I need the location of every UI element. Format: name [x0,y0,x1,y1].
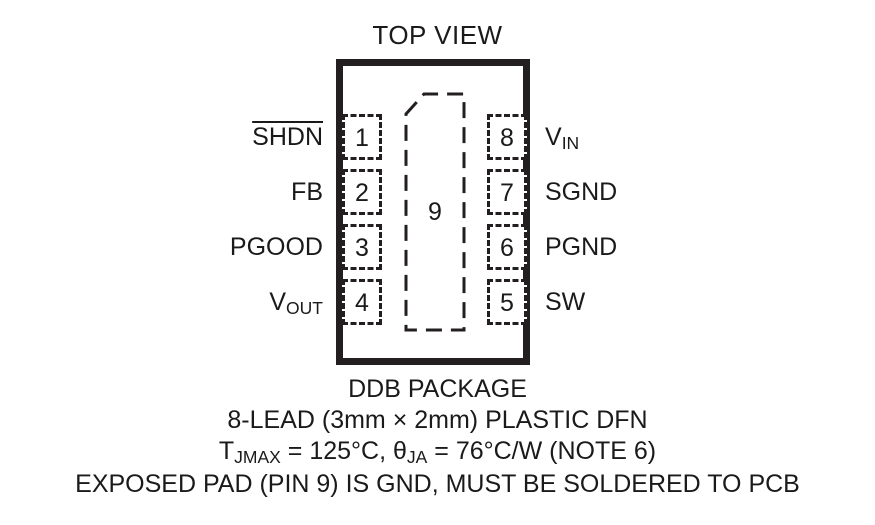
pin-box-2[interactable]: 2 [342,169,382,215]
package-caption: DDB PACKAGE 8-LEAD (3mm × 2mm) PLASTIC D… [0,374,875,500]
pin-label-vout-main: V [269,288,287,316]
pin-label-shdn-text: SHDN [252,123,323,151]
pin-box-4[interactable]: 4 [342,279,382,325]
pin-box-7[interactable]: 7 [487,169,527,215]
pin-box-5[interactable]: 5 [487,279,527,325]
caption-thermal: TJMAX = 125°C, θJA = 76°C/W (NOTE 6) [0,436,875,469]
pin-box-8[interactable]: 8 [487,114,527,160]
pin-label-shdn: SHDN [252,114,323,160]
pin-label-pgnd: PGND [545,233,618,261]
pin-label-vin: VIN [545,114,579,162]
caption-lead-count: 8-LEAD (3mm × 2mm) PLASTIC DFN [227,406,648,434]
caption-tjmax-symbol: T [218,437,235,465]
pin-label-vout: VOUT [269,279,323,327]
caption-theta-value: = 76°C/W (NOTE 6) [427,437,657,465]
pin-label-vin-main: V [545,123,562,151]
exposed-pad-outline[interactable]: 9 [404,92,466,332]
pin-label-sgnd: SGND [545,178,618,206]
exposed-pad-number: 9 [428,197,442,226]
caption-tjmax-sub: JMAX [234,446,281,467]
caption-exposed-pad-note: EXPOSED PAD (PIN 9) IS GND, MUST BE SOLD… [75,470,800,498]
page-title: TOP VIEW [372,20,503,50]
pin-label-fb: FB [291,178,323,206]
pin-box-6[interactable]: 6 [487,224,527,270]
pin-label-vin-sub: IN [561,132,580,153]
pin-label-pgood: PGOOD [229,233,323,261]
pin-label-vout-sub: OUT [286,297,323,318]
pin-label-sw: SW [545,288,586,316]
caption-tjmax-value: = 125°C, [280,437,393,465]
caption-theta-symbol: θ [392,437,407,465]
pin-box-1[interactable]: 1 [342,114,382,160]
exposed-pad-shape [404,92,466,332]
caption-package-name: DDB PACKAGE [348,375,527,403]
pin-box-3[interactable]: 3 [342,224,382,270]
caption-theta-sub: JA [406,446,428,467]
